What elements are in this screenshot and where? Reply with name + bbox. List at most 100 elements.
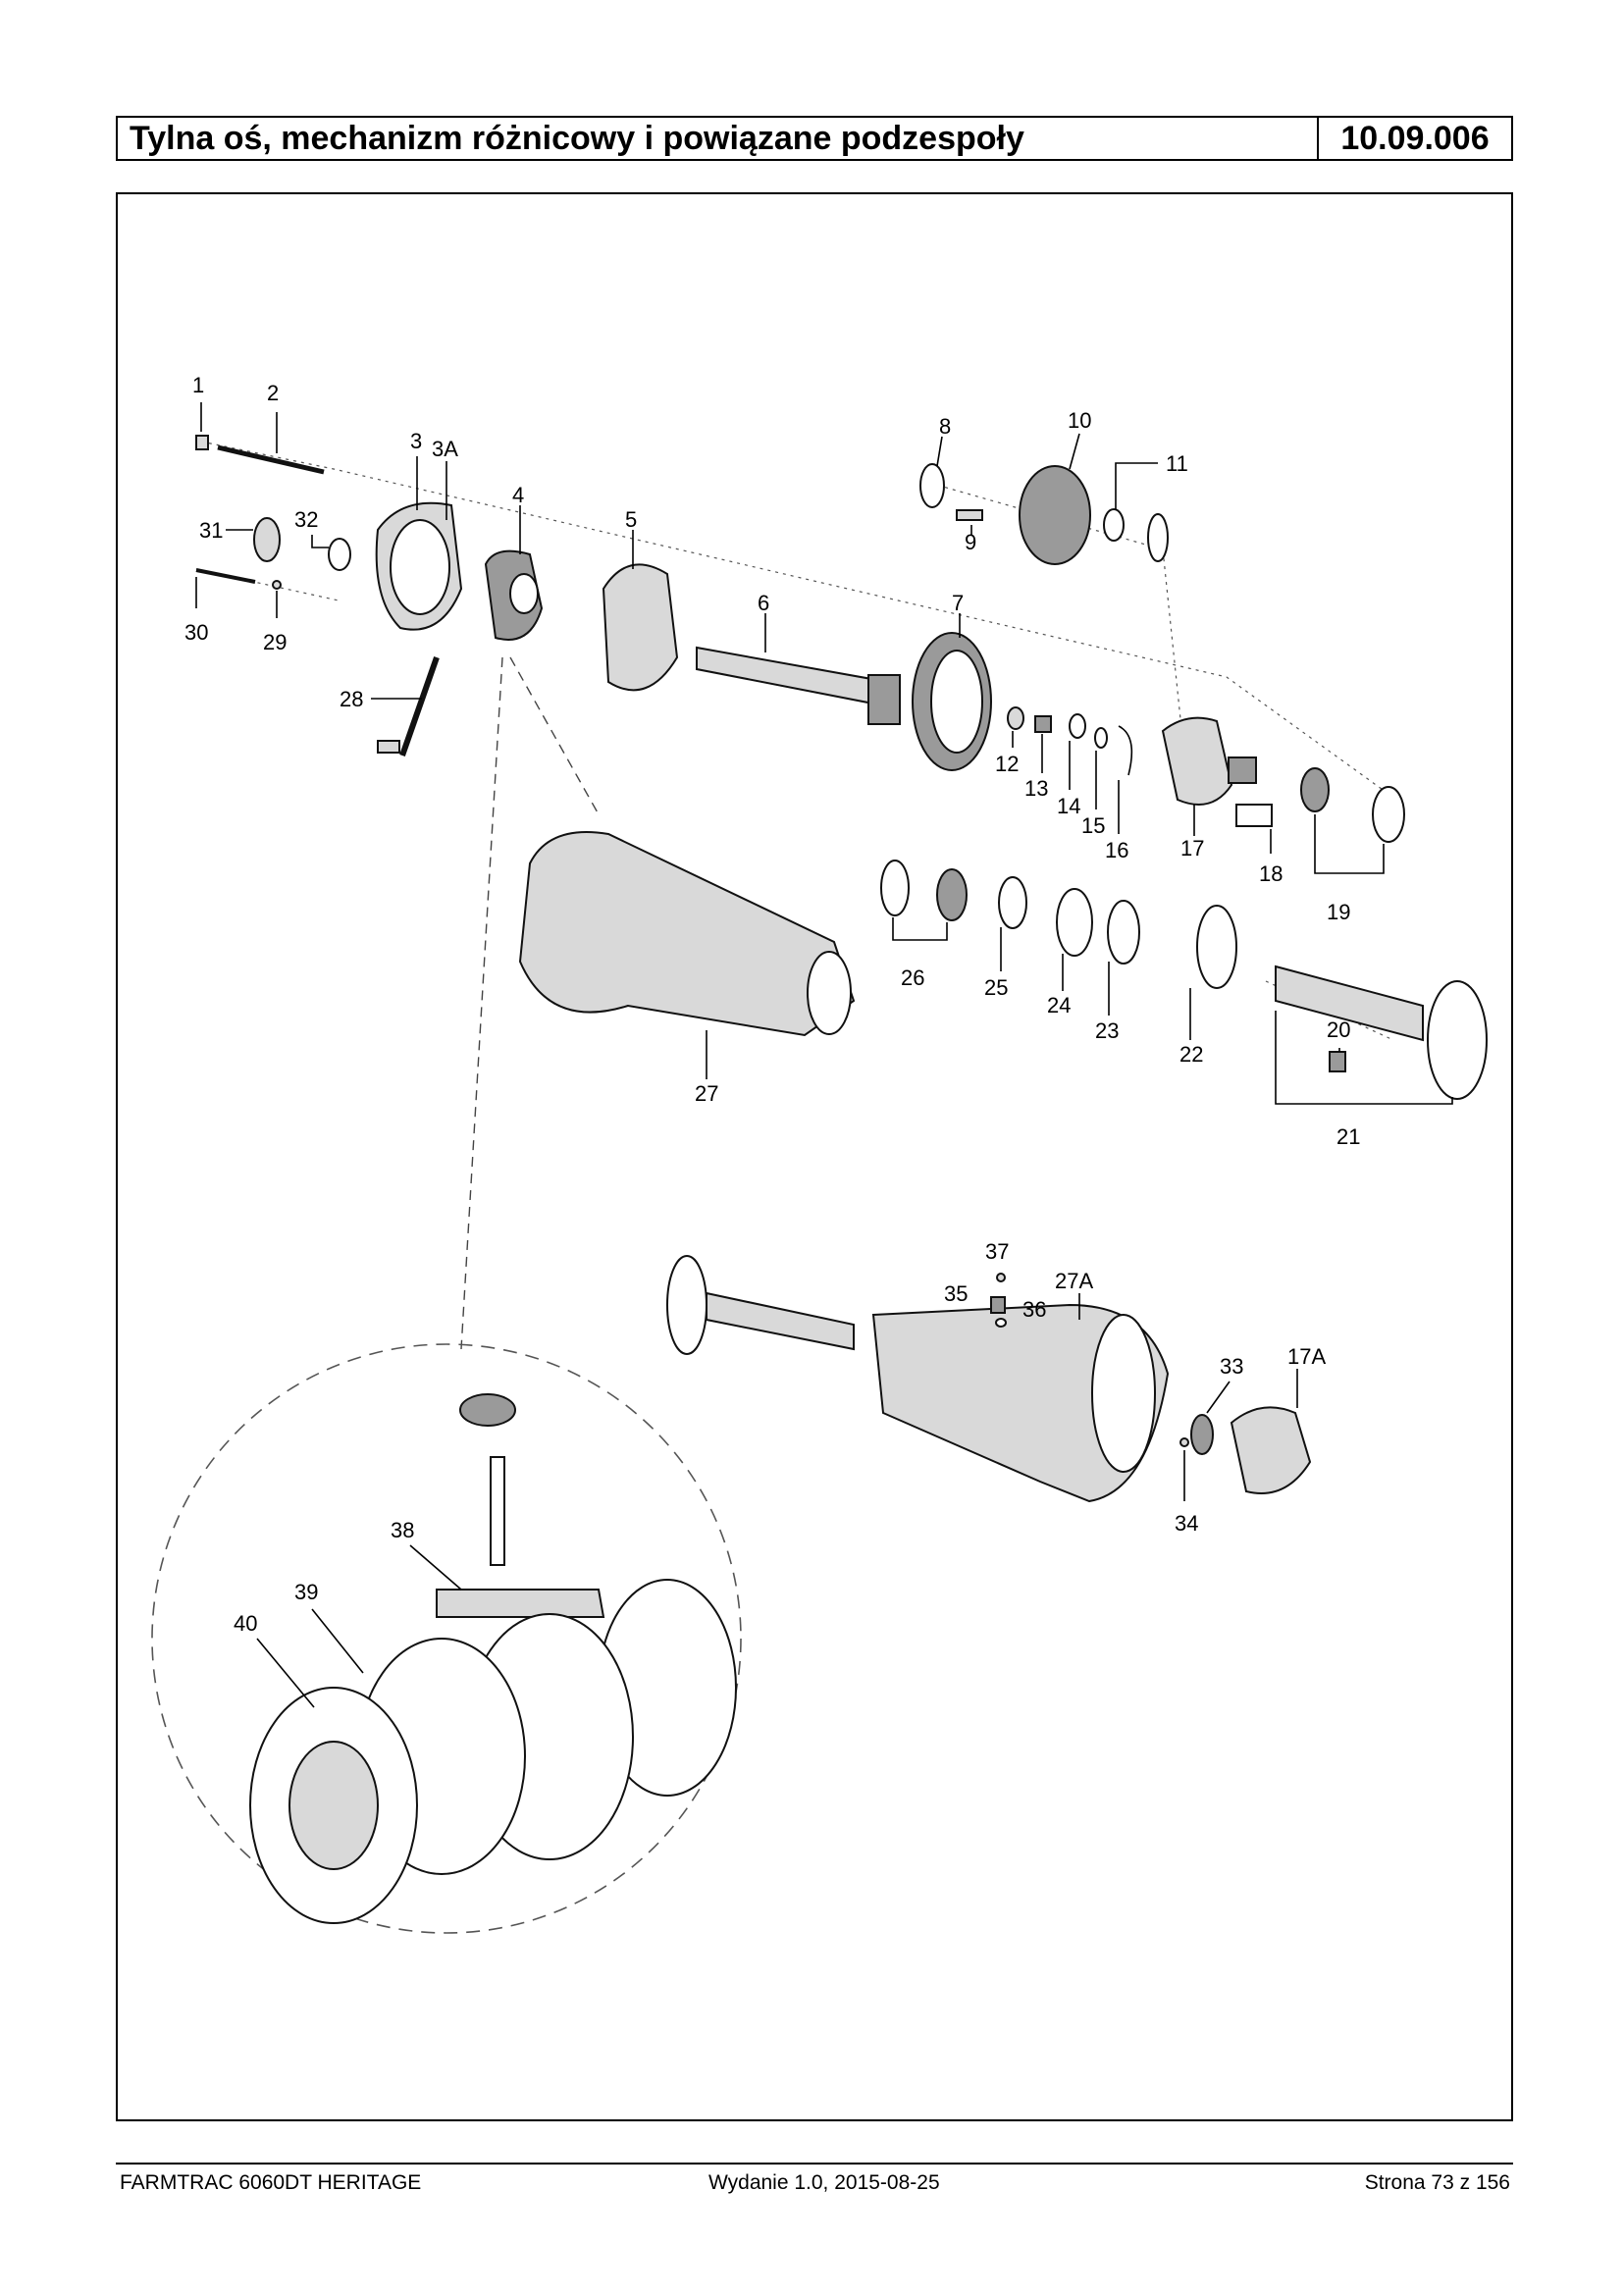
nut-33-part: [1190, 1414, 1214, 1455]
callout-40: 40: [234, 1611, 257, 1636]
callout-36: 36: [1022, 1297, 1046, 1322]
callout-38: 38: [391, 1518, 414, 1542]
callout-25: 25: [984, 975, 1008, 1000]
leader-dashed-housing: [509, 656, 600, 815]
callout-32: 32: [294, 507, 318, 532]
seal-part: [253, 517, 281, 562]
callout-39: 39: [294, 1580, 318, 1604]
footer-rule: [116, 2163, 1513, 2165]
ball-37-part: [996, 1273, 1006, 1282]
callout-5: 5: [625, 507, 637, 532]
bearing-cone-26-part: [936, 868, 968, 921]
callout-17a: 17A: [1287, 1344, 1326, 1369]
callout-17: 17: [1180, 836, 1204, 861]
stud-part: [217, 444, 325, 475]
shim-part: [1094, 727, 1108, 749]
callout-37: 37: [985, 1239, 1009, 1264]
bolt-part: [195, 435, 209, 450]
leader-40: [256, 1638, 315, 1708]
callout-22: 22: [1179, 1042, 1203, 1067]
side-washer-part: [1103, 508, 1125, 542]
ring-24-part: [1056, 888, 1093, 957]
axle-housing-part: [518, 831, 856, 1037]
callout-26: 26: [901, 965, 924, 990]
circlip-part: [1118, 725, 1133, 776]
small-pin-part: [272, 580, 282, 590]
callout-13: 13: [1024, 776, 1048, 801]
callout-29: 29: [263, 630, 287, 654]
callout-23: 23: [1095, 1018, 1119, 1043]
plug-35-part: [990, 1296, 1006, 1314]
axle-flange-part: [1427, 980, 1488, 1100]
cover-part: [602, 563, 679, 692]
footer-page: Strona 73 z 156: [1364, 2171, 1510, 2194]
page-header: Tylna oś, mechanizm różnicowy i powiązan…: [116, 116, 1513, 161]
leader-32: [311, 535, 329, 548]
brake-housing-bore: [390, 519, 450, 615]
callout-30: 30: [184, 620, 208, 645]
bearing-small-part: [1007, 706, 1024, 730]
diagram-frame: [116, 192, 1513, 2121]
axle-housing-end: [807, 951, 852, 1035]
callout-27: 27: [695, 1081, 718, 1106]
leader-33: [1206, 1381, 1231, 1414]
leader-38: [409, 1544, 462, 1591]
page-title: Tylna oś, mechanizm różnicowy i powiązan…: [118, 118, 1319, 159]
axle-housing-right-part: [871, 1303, 1170, 1503]
seal-25-part: [998, 876, 1027, 929]
axle-shaft-part: [1275, 965, 1424, 1042]
wheel-bolt-part: [1329, 1051, 1346, 1072]
large-washer-part: [1147, 513, 1169, 562]
callout-3: 3: [410, 429, 422, 453]
leader-10: [1069, 433, 1080, 470]
callout-15: 15: [1081, 813, 1105, 838]
tapered-bearing-part: [1300, 767, 1330, 812]
linkage-clevis-part: [377, 740, 400, 754]
washer-part: [328, 538, 351, 571]
leader-21: [1275, 1011, 1453, 1105]
callout-6: 6: [758, 591, 769, 615]
callout-14: 14: [1057, 794, 1080, 818]
pinion-gear-part: [867, 674, 901, 725]
seal-36-part: [995, 1318, 1007, 1328]
thrust-washer-part: [919, 463, 945, 508]
axle-shaft-right-part: [706, 1291, 855, 1351]
detail-yoke-part: [436, 1589, 605, 1618]
callout-7: 7: [952, 591, 964, 615]
callout-10: 10: [1068, 408, 1091, 433]
spacer-part: [1069, 713, 1086, 739]
leader-39: [311, 1608, 364, 1674]
callout-35: 35: [944, 1281, 968, 1306]
pin-34-part: [1179, 1437, 1189, 1447]
side-gear-part: [1019, 465, 1091, 565]
detail-circle: [151, 1343, 742, 1934]
bearing-cup-part: [1372, 786, 1405, 843]
detail-disc-40-center: [288, 1741, 379, 1870]
callout-3a: 3A: [432, 437, 458, 461]
hub-22-part: [1196, 905, 1237, 989]
callout-16: 16: [1105, 838, 1128, 862]
spider-pin-part: [956, 509, 983, 521]
footer-model: FARMTRAC 6060DT HERITAGE: [120, 2171, 422, 2194]
plate-23-part: [1107, 900, 1140, 965]
pin-part: [195, 568, 256, 584]
callout-1: 1: [192, 373, 204, 397]
callout-21: 21: [1336, 1124, 1360, 1149]
bearing-cup-26-part: [880, 860, 910, 916]
footer-edition: Wydanie 1.0, 2015-08-25: [708, 2171, 940, 2194]
callout-11: 11: [1166, 451, 1188, 476]
linkage-rod-part: [399, 656, 440, 756]
leader-26: [892, 917, 948, 941]
bolt-small-part: [1034, 715, 1052, 733]
callout-28: 28: [340, 687, 363, 711]
callout-34: 34: [1175, 1511, 1198, 1536]
differential-case-17a-part: [1230, 1406, 1312, 1494]
flange-left-part: [666, 1255, 707, 1355]
callout-4: 4: [512, 483, 524, 507]
differential-case-part: [1161, 716, 1233, 806]
callout-31: 31: [199, 518, 223, 543]
callout-9: 9: [965, 530, 976, 554]
leader-dashed-detail: [460, 656, 503, 1350]
callout-8: 8: [939, 414, 951, 439]
